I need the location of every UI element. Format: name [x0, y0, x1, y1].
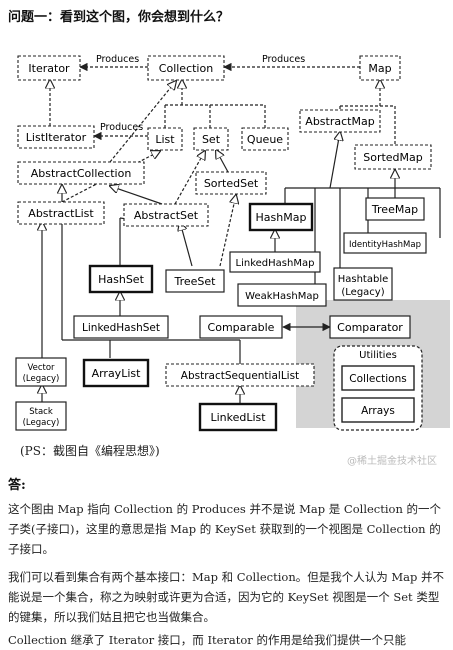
arrays-node: Arrays [341, 397, 415, 423]
watermark: @稀土掘金技术社区 [347, 456, 437, 467]
hash-map-node: HashMap [248, 202, 314, 232]
identity-hash-map-node: IdentityHashMap [343, 232, 427, 254]
svg-text:Vector: Vector [27, 363, 55, 373]
list-iterator-node: ListIterator [17, 125, 95, 149]
svg-text:AbstractList: AbstractList [28, 207, 94, 220]
paragraph: Collection 继承了 Iterator 接口，而 Iterator 的作… [8, 633, 406, 647]
svg-text:WeakHashMap: WeakHashMap [245, 291, 319, 302]
svg-text:List: List [155, 133, 175, 146]
svg-text:Queue: Queue [247, 133, 283, 146]
comparator-node: Comparator [329, 315, 411, 339]
sorted-map-node: SortedMap [354, 144, 432, 170]
collection-node: Collection [147, 55, 225, 81]
produces-label: Produces [96, 54, 139, 65]
hashtable-node: Hashtable (Legacy) [333, 267, 393, 301]
question-title: 问题一：看到这个图，你会想到什么？ [8, 10, 230, 25]
svg-text:Stack: Stack [29, 407, 53, 417]
svg-text:(Legacy): (Legacy) [341, 287, 384, 298]
abstract-set-node: AbstractSet [123, 203, 209, 227]
list-node: List [147, 127, 183, 151]
svg-text:Hashtable: Hashtable [338, 274, 389, 285]
answer-label: 答: [8, 478, 26, 493]
queue-node: Queue [241, 127, 289, 151]
svg-text:IdentityHashMap: IdentityHashMap [349, 240, 421, 250]
collections-node: Collections [341, 365, 415, 391]
paragraph: 我们可以看到集合有两个基本接口：Map 和 Collection。但是我个人认为… [8, 570, 445, 624]
svg-text:Utilities: Utilities [359, 350, 397, 361]
figure-caption: (PS：截图自《编程思想》) [20, 444, 160, 458]
svg-text:ArrayList: ArrayList [92, 367, 142, 380]
svg-text:(Legacy): (Legacy) [23, 418, 60, 428]
svg-text:Comparable: Comparable [208, 321, 275, 334]
svg-text:Set: Set [202, 133, 221, 146]
svg-text:LinkedHashSet: LinkedHashSet [82, 322, 160, 334]
svg-text:Collection: Collection [159, 62, 213, 75]
svg-text:Collections: Collections [349, 373, 406, 385]
linked-list-node: LinkedList [198, 402, 278, 432]
iterator-node: Iterator [17, 55, 81, 81]
svg-text:HashMap: HashMap [256, 211, 307, 224]
abstract-list-node: AbstractList [17, 201, 105, 225]
svg-text:SortedSet: SortedSet [204, 177, 259, 190]
stack-node: Stack (Legacy) [15, 401, 67, 431]
abstract-sequential-list-node: AbstractSequentialList [165, 363, 315, 387]
svg-text:LinkedHashMap: LinkedHashMap [236, 258, 315, 269]
svg-text:HashSet: HashSet [98, 273, 144, 286]
hash-set-node: HashSet [88, 264, 154, 294]
collection-hierarchy-diagram: Iterator Collection Map ListIterator Lis… [15, 54, 450, 432]
linked-hash-set-node: LinkedHashSet [73, 315, 169, 339]
sorted-set-node: SortedSet [195, 171, 267, 195]
map-node: Map [359, 55, 401, 81]
svg-text:Map: Map [368, 62, 391, 75]
svg-text:AbstractCollection: AbstractCollection [31, 167, 132, 180]
svg-text:Comparator: Comparator [337, 321, 403, 334]
array-list-node: ArrayList [82, 358, 150, 388]
svg-text:AbstractSequentialList: AbstractSequentialList [181, 370, 299, 382]
comparable-node: Comparable [199, 315, 283, 339]
svg-text:(Legacy): (Legacy) [23, 374, 60, 384]
tree-set-node: TreeSet [165, 269, 225, 293]
svg-text:TreeMap: TreeMap [371, 203, 418, 216]
linked-hash-map-node: LinkedHashMap [229, 251, 321, 273]
tree-map-node: TreeMap [365, 197, 425, 221]
svg-text:TreeSet: TreeSet [174, 275, 217, 288]
abstract-map-node: AbstractMap [299, 109, 381, 133]
svg-text:AbstractMap: AbstractMap [305, 115, 374, 128]
vector-node: Vector (Legacy) [15, 357, 67, 387]
svg-text:AbstractSet: AbstractSet [134, 209, 199, 222]
produces-label: Produces [262, 54, 305, 65]
svg-text:SortedMap: SortedMap [363, 151, 423, 164]
svg-text:Arrays: Arrays [361, 405, 395, 417]
svg-text:Iterator: Iterator [28, 62, 70, 75]
svg-text:LinkedList: LinkedList [210, 411, 266, 424]
weak-hash-map-node: WeakHashMap [237, 283, 327, 307]
produces-label: Produces [100, 122, 143, 133]
paragraph: 这个图由 Map 指向 Collection 的 Produces 并不是说 M… [8, 502, 442, 556]
svg-text:ListIterator: ListIterator [26, 131, 87, 144]
abstract-collection-node: AbstractCollection [17, 161, 145, 185]
set-node: Set [193, 127, 229, 151]
